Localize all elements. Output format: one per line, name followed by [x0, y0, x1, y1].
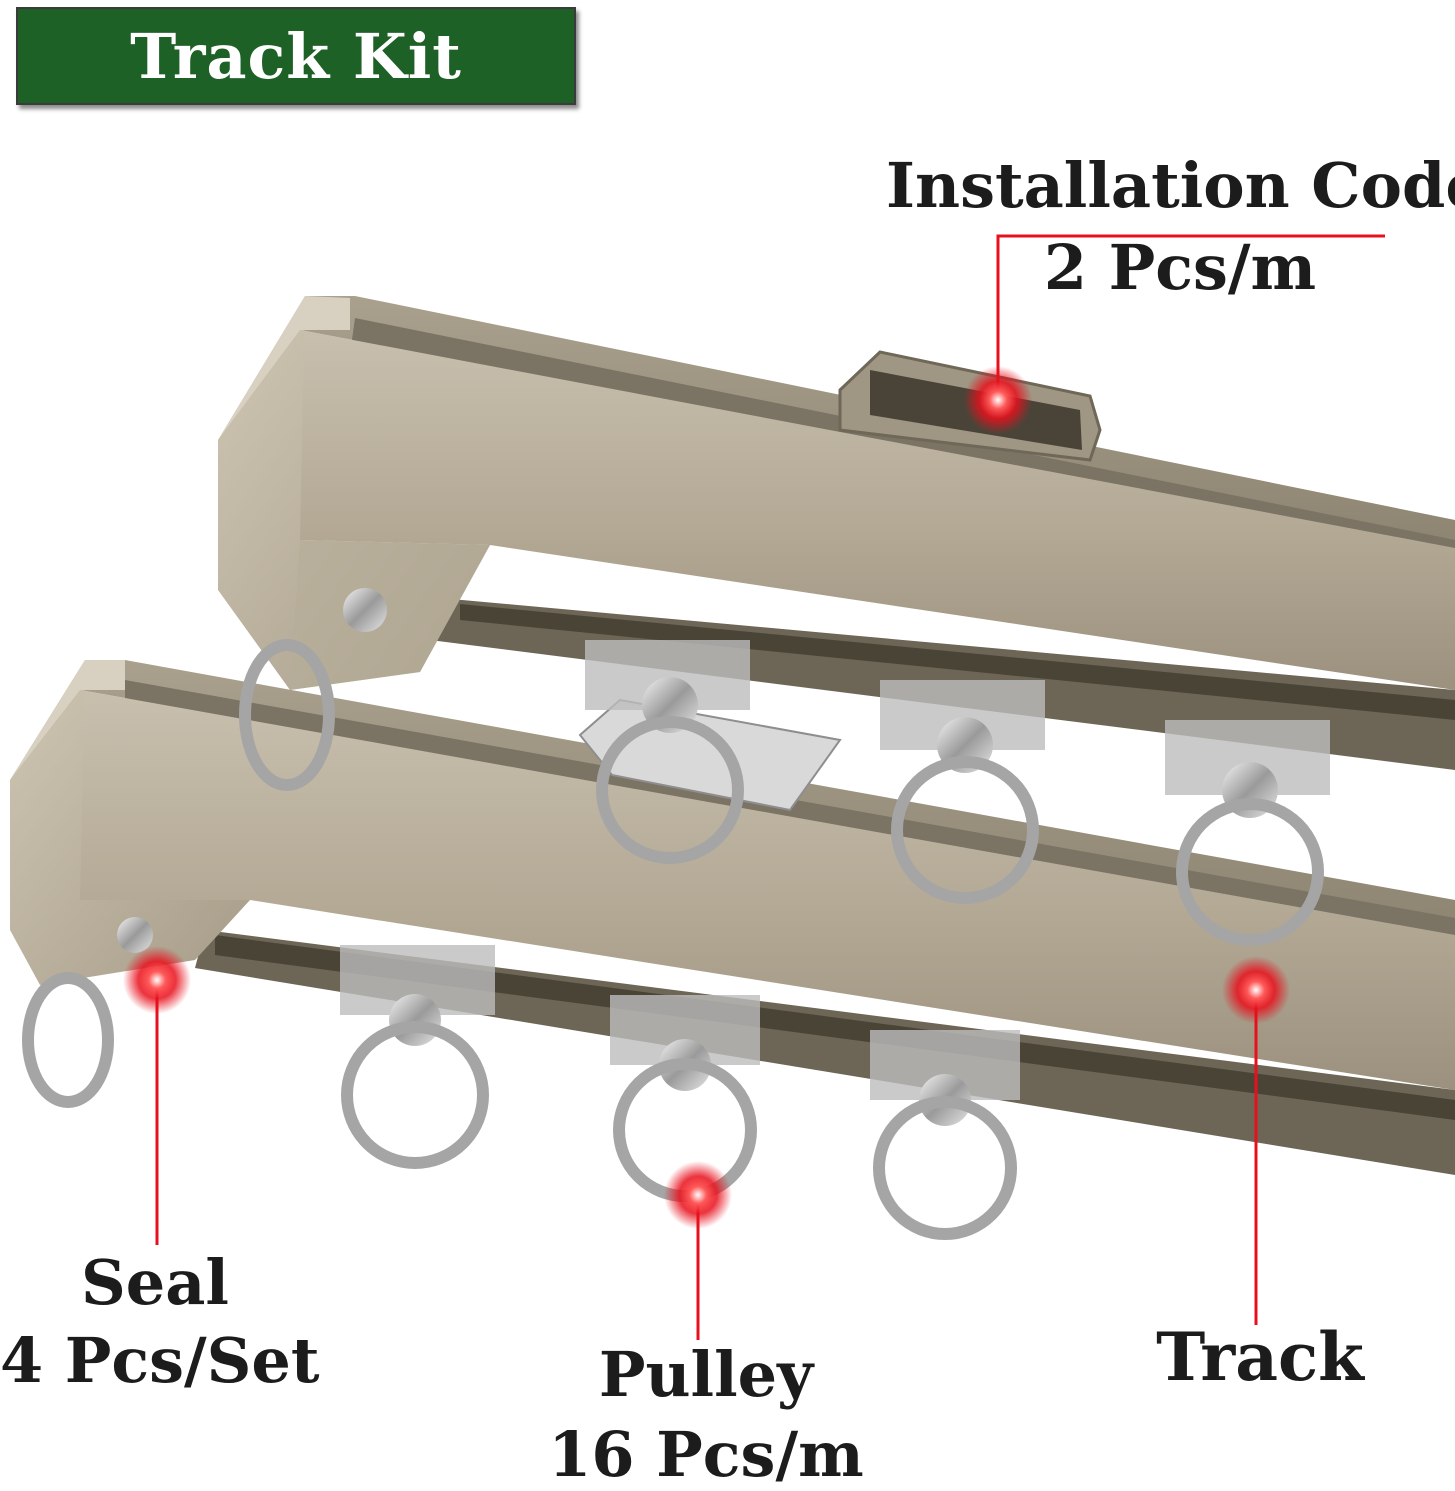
callout-lines [155, 234, 1385, 1340]
page-title: Track Kit [130, 19, 462, 93]
marker-dot-icon [123, 366, 1290, 1229]
callout-name: Seal [81, 1246, 229, 1319]
callout-name: Track [1156, 1318, 1364, 1396]
lower-track [10, 660, 1455, 1175]
callout-installation-code: Installation Code 2 Pcs/m [886, 149, 1455, 304]
glide-ring-icon [340, 640, 1330, 1240]
callout-qty: 16 Pcs/m [548, 1418, 864, 1491]
callout-qty: 4 Pcs/Set [0, 1324, 320, 1397]
callout-name: Installation Code [886, 149, 1455, 222]
title-badge: Track Kit [16, 7, 576, 105]
upper-track [218, 296, 1455, 770]
callout-name: Pulley [598, 1338, 814, 1411]
end-cap-hook-icon [22, 588, 387, 1108]
callout-qty: 2 Pcs/m [1043, 231, 1317, 304]
callout-track: Track [1140, 1324, 1380, 1390]
callout-seal: Seal 4 Pcs/Set [0, 1246, 320, 1397]
callout-pulley: Pulley 16 Pcs/m [546, 1344, 866, 1486]
